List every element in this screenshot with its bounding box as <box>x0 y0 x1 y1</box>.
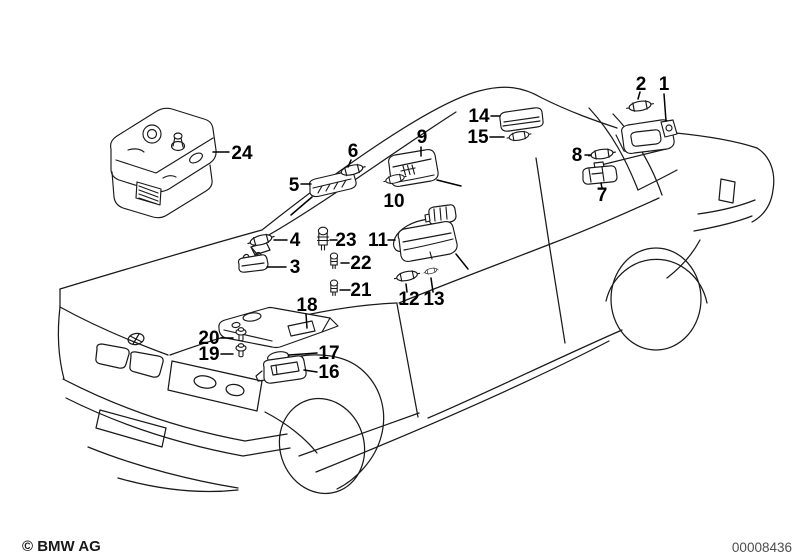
front-tire <box>278 397 366 495</box>
part-icon-13 <box>422 266 440 276</box>
diagram-image-number: 00008436 <box>732 540 792 555</box>
callout-labels: 1 2 3 4 5 6 7 8 9 10 11 12 13 14 15 16 1… <box>198 74 669 383</box>
bmw-copyright: © BMW AG <box>22 538 101 555</box>
callout-1[interactable]: 1 <box>659 74 670 95</box>
leader-16 <box>303 369 318 373</box>
part-icon-22 <box>329 252 339 270</box>
leader-lines <box>212 91 667 373</box>
callout-22[interactable]: 22 <box>350 253 371 274</box>
callout-6[interactable]: 6 <box>348 141 359 162</box>
pointer-9 <box>436 179 462 187</box>
leader-12 <box>405 283 408 293</box>
part-icon-3 <box>237 251 269 273</box>
kidney-grille-right <box>129 351 164 378</box>
callout-23[interactable]: 23 <box>335 230 356 251</box>
callout-10[interactable]: 10 <box>383 191 404 212</box>
sill-lower <box>315 340 610 473</box>
leader-6 <box>347 159 352 168</box>
callout-15[interactable]: 15 <box>467 127 489 148</box>
callout-9[interactable]: 9 <box>417 127 428 148</box>
headlight-right <box>225 383 245 397</box>
part-icon-11 <box>393 204 458 263</box>
callout-18[interactable]: 18 <box>296 295 317 316</box>
part-icon-18 <box>218 306 339 349</box>
callout-24[interactable]: 24 <box>231 143 253 164</box>
leader-17 <box>288 352 318 356</box>
part-icon-8 <box>587 146 617 162</box>
callout-7[interactable]: 7 <box>597 185 608 206</box>
trunk-rear-edge <box>751 147 775 223</box>
callout-16[interactable]: 16 <box>318 362 339 383</box>
callout-5[interactable]: 5 <box>289 175 300 196</box>
car-drawing <box>57 86 775 495</box>
callout-20[interactable]: 20 <box>198 328 219 349</box>
pointer-5 <box>290 196 313 216</box>
front-lower-edge <box>117 477 239 493</box>
bumper-mid-edge <box>65 397 291 457</box>
headlight-recess <box>167 360 263 412</box>
part-icon-7 <box>582 161 618 185</box>
leader-18 <box>305 313 308 329</box>
nose-left-edge <box>57 288 65 380</box>
sill-upper <box>427 329 623 419</box>
leader-13 <box>430 277 434 293</box>
bmw-roundel <box>127 332 145 346</box>
part-icon-5 <box>308 170 357 198</box>
leader-1 <box>663 93 667 122</box>
callout-21[interactable]: 21 <box>350 280 372 301</box>
belt-line-front <box>398 242 554 304</box>
leader-7 <box>600 182 603 189</box>
part-icon-15 <box>505 129 533 143</box>
part-icon-12 <box>392 268 422 284</box>
taillight <box>718 178 736 204</box>
quarter-shoulder <box>637 169 678 191</box>
callout-14[interactable]: 14 <box>468 106 490 127</box>
part-icon-2 <box>625 98 655 114</box>
sill-front <box>298 412 420 457</box>
parcel-shelf-line <box>596 147 671 167</box>
part-icon-1 <box>615 119 678 155</box>
part-icon-19 <box>235 343 247 358</box>
bumper-lower-edge <box>87 446 239 489</box>
pointer-11 <box>455 253 469 270</box>
headlight-left <box>193 375 217 389</box>
callout-2[interactable]: 2 <box>636 74 647 95</box>
front-door-gap <box>396 303 419 418</box>
callout-11[interactable]: 11 <box>368 230 389 251</box>
front-wheel-arch <box>276 354 385 490</box>
part-icon-24 <box>110 107 217 219</box>
callout-12[interactable]: 12 <box>398 289 419 310</box>
plate-recess <box>95 409 167 448</box>
fender-to-arch <box>264 411 318 454</box>
kidney-grille-left <box>95 343 130 369</box>
part-icon-21 <box>329 279 339 297</box>
callout-8[interactable]: 8 <box>572 145 583 166</box>
callout-19[interactable]: 19 <box>198 344 219 365</box>
part-icon-16 <box>255 355 307 384</box>
leader-2 <box>637 91 641 100</box>
callout-3[interactable]: 3 <box>290 257 301 278</box>
callout-4[interactable]: 4 <box>290 230 301 251</box>
callout-17[interactable]: 17 <box>318 343 339 364</box>
trunk-top-edge <box>675 132 758 149</box>
callout-13[interactable]: 13 <box>423 289 444 310</box>
a-pillar <box>266 111 457 237</box>
part-icon-14 <box>499 107 544 132</box>
bumper-top-edge <box>62 378 288 442</box>
belt-line-rear <box>552 197 660 244</box>
b-pillar <box>535 157 566 344</box>
rear-bumper-top <box>697 199 756 215</box>
c-pillar-left-edge <box>588 107 639 191</box>
hood-gap-line <box>59 306 169 356</box>
rear-bumper-bottom <box>693 215 753 232</box>
roofline <box>59 86 618 290</box>
part-icon-23 <box>316 226 330 251</box>
roundel-quarters <box>129 333 143 345</box>
rear-tire <box>610 247 702 351</box>
